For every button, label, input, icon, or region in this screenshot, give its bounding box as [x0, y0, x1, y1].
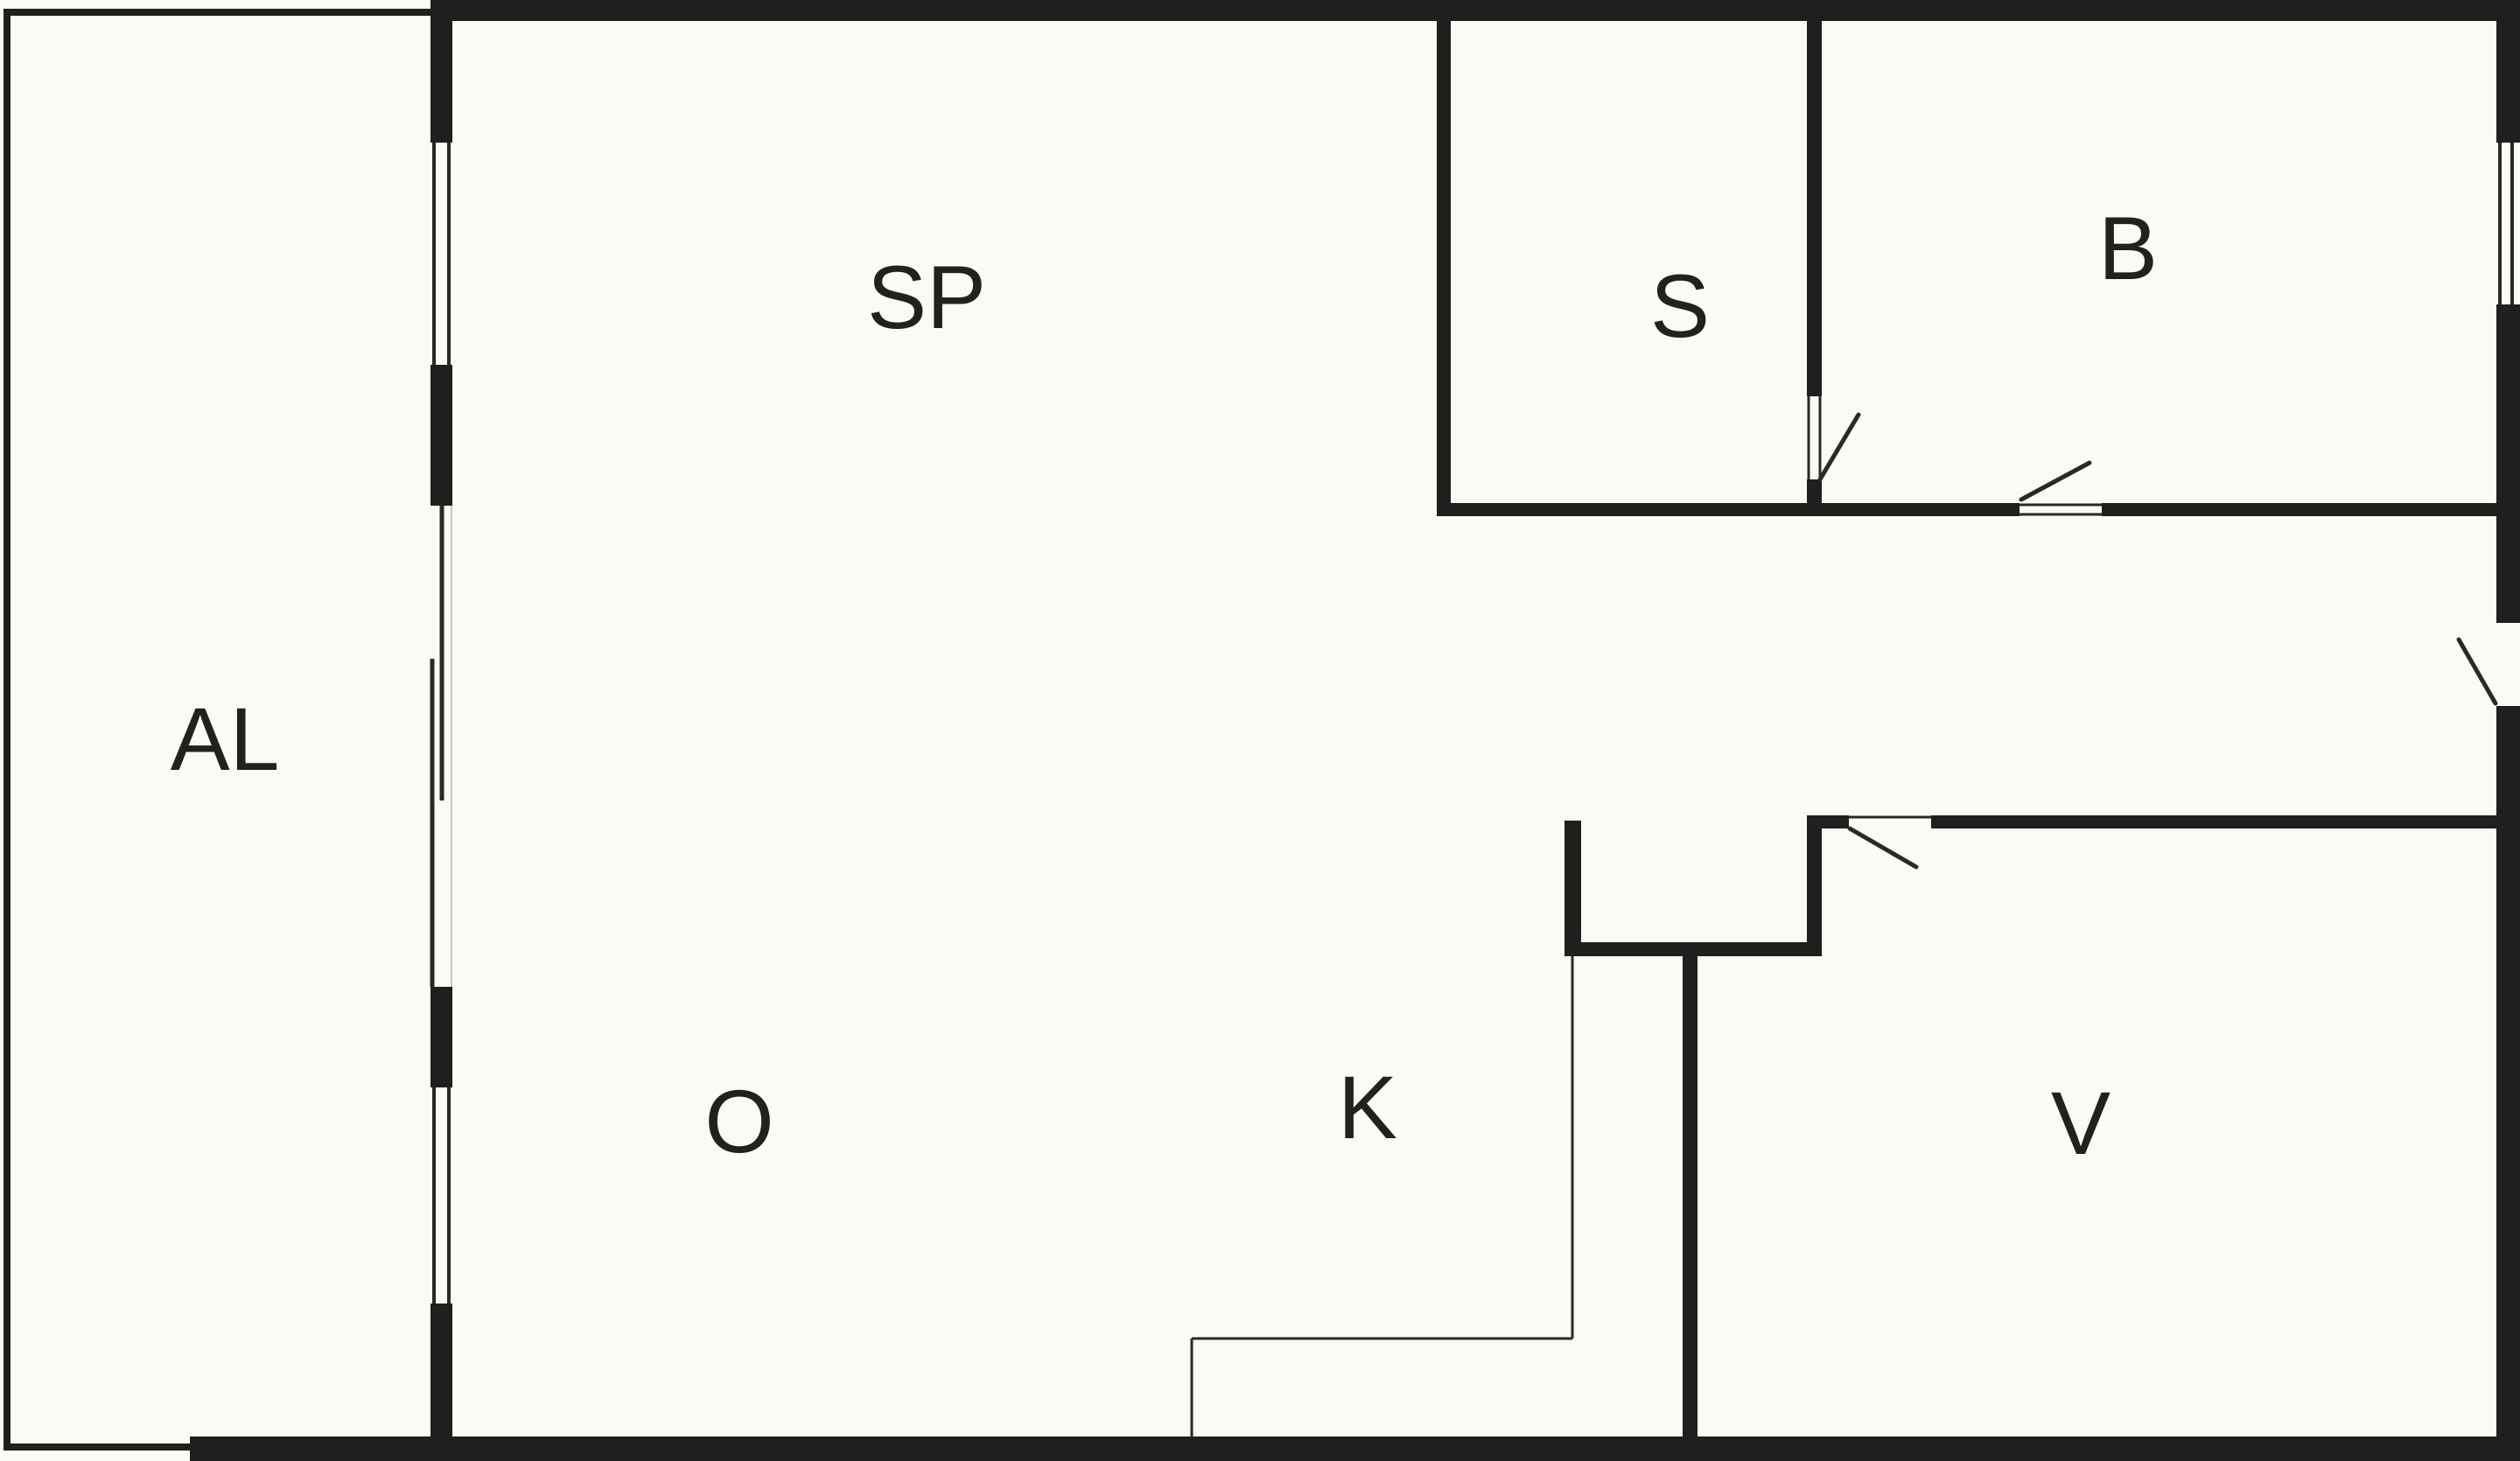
entry-door-leaf: [2456, 637, 2498, 706]
bottom-outer-wall: [190, 1437, 2520, 1461]
b-door-leaf: [2019, 460, 2092, 502]
k-v-horizontal-wall: [1564, 942, 1822, 956]
s-room-right-wall: [1807, 21, 1822, 396]
top-outer-wall: [430, 0, 2520, 21]
left-wall-mid-segment: [430, 365, 452, 506]
room-label-v: V: [2051, 1073, 2110, 1173]
room-label-k: K: [1338, 1058, 1397, 1157]
s-b-bottom-wall-right: [2102, 503, 2496, 516]
room-label-b: B: [2098, 199, 2158, 298]
right-wall-top-segment: [2496, 0, 2520, 143]
room-label-al: AL: [171, 689, 280, 789]
v-door-leaf: [1847, 826, 1919, 870]
al-top-thin-wall: [4, 9, 430, 16]
right-wall-bottom-segment: [2496, 706, 2520, 1461]
room-label-o: O: [704, 1072, 774, 1171]
room-label-s: S: [1650, 256, 1710, 356]
kitchen-stub-wall: [1564, 821, 1581, 956]
v-left-wall: [1807, 815, 1822, 956]
left-wall-mid2-segment: [430, 987, 452, 1087]
s-room-left-wall: [1437, 21, 1451, 516]
left-wall-bottom-segment: [430, 1304, 452, 1461]
hall-descending-wall: [1683, 956, 1698, 1437]
room-label-sp: SP: [867, 248, 986, 347]
s-door-leaf: [1817, 412, 1861, 482]
v-top-wall-right-piece: [1931, 815, 2496, 828]
left-wall-top-segment: [430, 12, 452, 143]
al-bottom-thin-wall: [4, 1444, 190, 1451]
right-wall-mid-segment: [2496, 304, 2520, 623]
s-b-bottom-wall-left: [1437, 503, 2020, 516]
al-left-thin-wall: [4, 9, 10, 1451]
